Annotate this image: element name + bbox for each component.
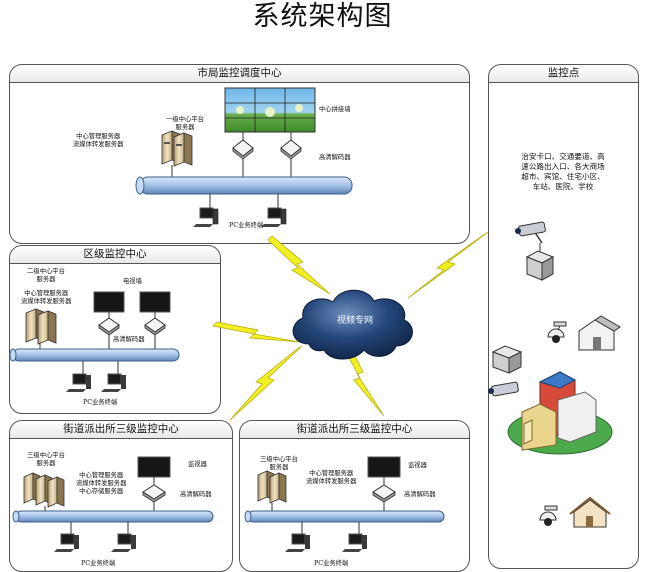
dome-camera-icon — [540, 506, 557, 526]
house-icon — [579, 316, 620, 350]
dome-camera-icon — [548, 322, 566, 343]
house-icon — [570, 498, 610, 527]
bullet-camera-icon — [515, 222, 546, 243]
encoder-box-icon — [493, 346, 521, 373]
video-network-label: 视频专网 — [320, 316, 390, 326]
encoder-box-icon — [527, 251, 553, 280]
city-buildings-icon — [508, 372, 612, 454]
bullet-camera-icon — [488, 382, 519, 396]
